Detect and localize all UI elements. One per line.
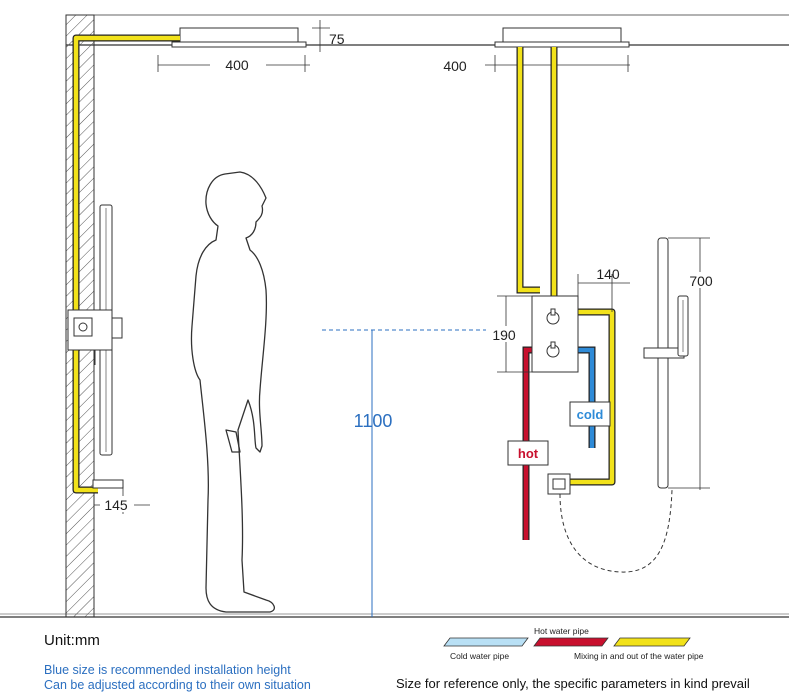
dim-hand-shower-height: 700 — [689, 273, 713, 289]
slide-rail-hand-shower — [643, 237, 689, 489]
dim-left-head-width: 400 — [225, 57, 249, 73]
adjustment-note: Can be adjusted according to their own s… — [44, 678, 311, 692]
dim-valve-height: 190 — [492, 327, 516, 343]
dim-install-height: 1100 — [354, 411, 393, 431]
thermostatic-valve — [531, 295, 579, 373]
unit-label: Unit:mm — [44, 632, 100, 649]
shower-hose — [559, 489, 673, 573]
dim-spout-projection: 145 — [104, 497, 128, 513]
dim-right-head-width: 400 — [443, 58, 467, 74]
wall-shower-panel — [67, 204, 124, 489]
hot-label: hot — [518, 446, 539, 461]
left-rain-shower-head — [171, 27, 307, 48]
cold-label: cold — [577, 407, 604, 422]
legend-cold-swatch — [443, 637, 529, 647]
dim-ceiling-gap: 75 — [329, 31, 345, 47]
right-rain-shower-head — [494, 27, 630, 48]
legend-mix-swatch — [613, 637, 691, 647]
reference-note: Size for reference only, the specific pa… — [396, 676, 750, 691]
legend-hot-swatch — [533, 637, 609, 647]
human-figure — [190, 171, 275, 613]
wall-outlet-connector — [547, 473, 571, 495]
dim-valve-offset: 140 — [596, 266, 620, 282]
legend-cold-label: Cold water pipe — [450, 651, 510, 661]
install-height-note: Blue size is recommended installation he… — [44, 663, 291, 677]
legend-mix-label: Mixing in and out of the water pipe — [574, 651, 704, 661]
right-mix-pipes — [516, 47, 616, 486]
legend-hot-label: Hot water pipe — [534, 626, 589, 636]
